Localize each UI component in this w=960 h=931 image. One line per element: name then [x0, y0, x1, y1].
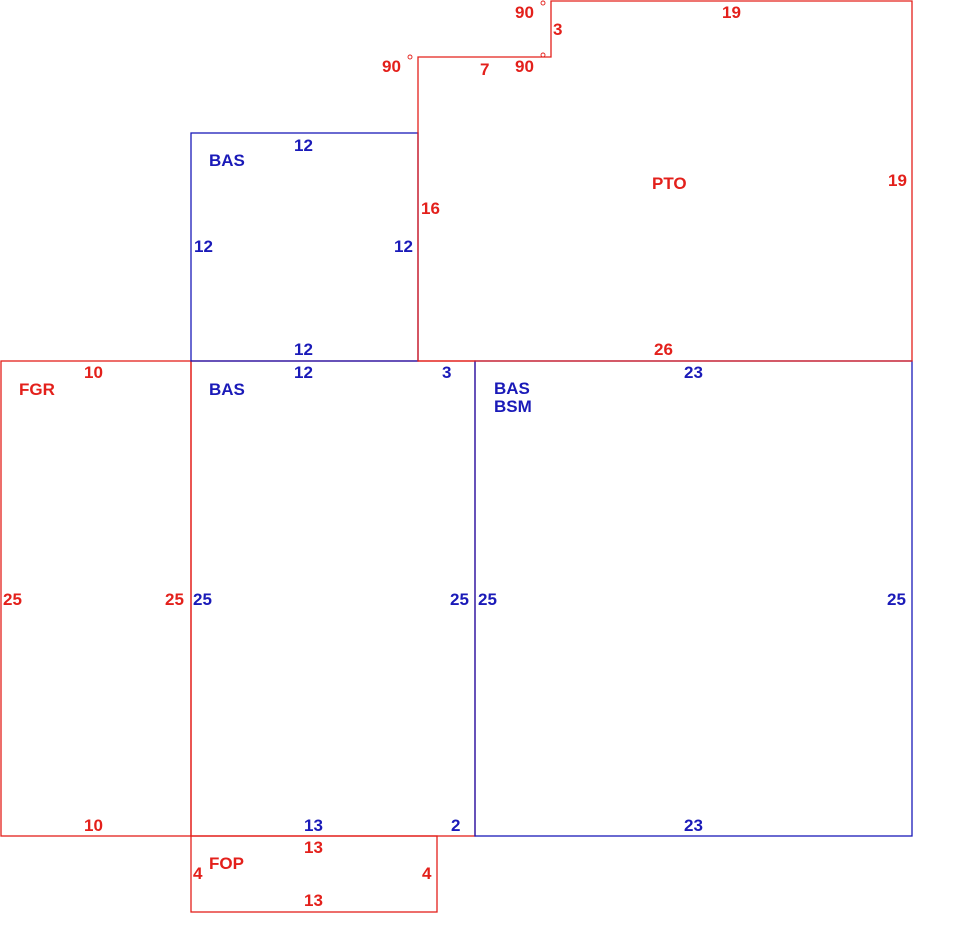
pto-angle-3: 90 [515, 57, 534, 76]
bas-bsm-bottom-dim: 23 [684, 816, 703, 835]
degree-marker [540, 0, 546, 6]
bas-lower-right-dim: 25 [450, 590, 469, 609]
bas-lower-left-dim: 25 [193, 590, 212, 609]
fop-left-dim: 4 [193, 864, 203, 883]
pto-outline [417, 0, 913, 362]
bas-bsm-top-dim: 23 [684, 363, 703, 382]
bas-lower-top-right-dim: 3 [442, 363, 451, 382]
pto-step-side-dim: 3 [553, 20, 562, 39]
fgr-top-dim: 10 [84, 363, 103, 382]
bas-upper-top-dim: 12 [294, 136, 313, 155]
pto-angle-1: 90 [382, 57, 401, 76]
pto-code: PTO [652, 174, 687, 193]
fgr-outline [0, 360, 192, 837]
bas-bsm-outline [474, 360, 913, 837]
fop-top-dim: 13 [304, 838, 323, 857]
degree-marker [407, 54, 413, 60]
bas-bsm-code-2: BSM [494, 397, 532, 416]
bas-upper-left-dim: 12 [194, 237, 213, 256]
fgr-code: FGR [19, 380, 55, 399]
bas-bsm-code-1: BAS [494, 379, 530, 398]
pto-top-dim: 19 [722, 3, 741, 22]
bas-lower-outline [190, 360, 476, 837]
bas-lower-code: BAS [209, 380, 245, 399]
bas-lower-top-dim: 12 [294, 363, 313, 382]
pto-right-dim: 19 [888, 171, 907, 190]
fop-bottom-dim: 13 [304, 891, 323, 910]
bas-bsm-left-dim: 25 [478, 590, 497, 609]
bas-upper-right-dim: 12 [394, 237, 413, 256]
bas-upper-bottom-dim: 12 [294, 340, 313, 359]
pto-bottom-dim: 26 [654, 340, 673, 359]
pto-angle-2: 90 [515, 3, 534, 22]
fgr-left-dim: 25 [3, 590, 22, 609]
pto-step-top-dim: 7 [480, 60, 489, 79]
fgr-bottom-dim: 10 [84, 816, 103, 835]
pto-left-dim: 16 [421, 199, 440, 218]
bas-upper-code: BAS [209, 151, 245, 170]
fop-outline [190, 835, 438, 913]
bas-lower-bottom-dim: 13 [304, 816, 323, 835]
degree-marker [540, 52, 546, 58]
fop-code: FOP [209, 854, 244, 873]
bas-bsm-right-dim: 25 [887, 590, 906, 609]
fgr-right-dim: 25 [165, 590, 184, 609]
bas-lower-bottom-right-dim: 2 [451, 816, 460, 835]
fop-right-dim: 4 [422, 864, 432, 883]
